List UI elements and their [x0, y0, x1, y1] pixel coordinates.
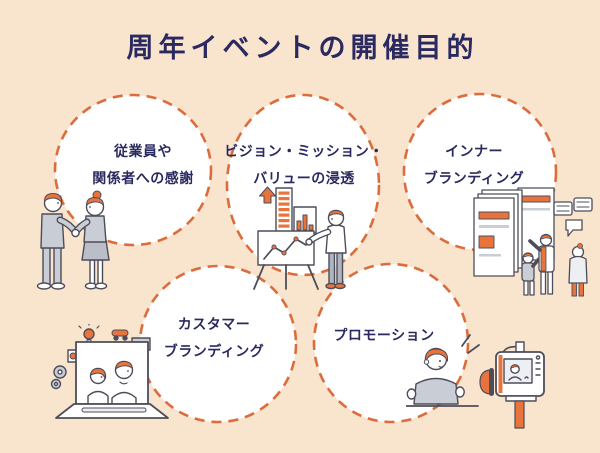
purpose-label-vision: ビジョン・ミッション・ バリューの浸透 [194, 138, 414, 192]
online-meeting-laptop-icon [50, 324, 169, 419]
chart-presentation-icon [253, 186, 347, 290]
purpose-label-line: プロモーション [333, 327, 435, 343]
purpose-label-line: カスタマー [177, 316, 251, 332]
page-title: 周年イベントの開催目的 [126, 33, 479, 63]
purpose-label-line: ブランディング [163, 343, 265, 359]
handshake-greeting-icon [36, 190, 110, 290]
purpose-label-line: バリューの浸透 [253, 170, 355, 186]
purpose-label-line: ブランディング [423, 170, 525, 186]
purpose-label-line: ビジョン・ミッション・ [224, 143, 384, 159]
purpose-label-customer-branding: カスタマー ブランディング [104, 311, 324, 365]
purpose-label-inner-branding: インナー ブランディング [364, 138, 584, 192]
purpose-label-line: インナー [445, 143, 503, 159]
purpose-label-line: 関係者への感謝 [92, 170, 194, 186]
purpose-label-line: 従業員や [114, 143, 172, 159]
poster-exhibition-icon [473, 187, 593, 297]
video-streaming-camera-icon [406, 334, 545, 429]
purpose-label-promotion: プロモーション [274, 322, 494, 349]
purpose-label-gratitude: 従業員や 関係者への感謝 [33, 138, 253, 192]
